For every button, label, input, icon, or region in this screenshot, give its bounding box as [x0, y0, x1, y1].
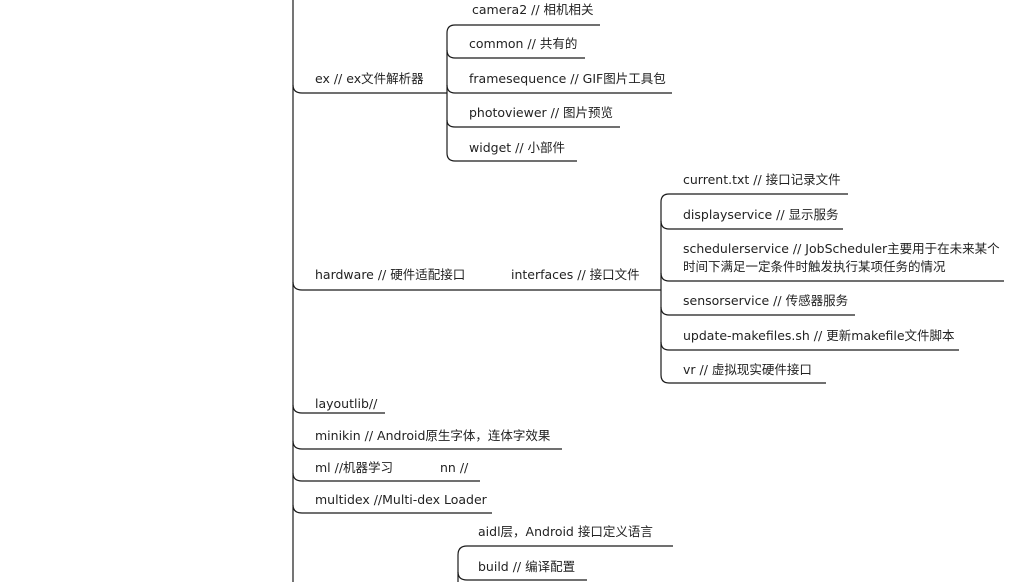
schedulerservice-line-2: 时间下满足一定条件时触发执行某项任务的情况 [683, 259, 946, 274]
node-layoutlib[interactable]: layoutlib// [315, 396, 378, 411]
node-nn[interactable]: nn // [440, 460, 469, 475]
node-current-txt[interactable]: current.txt // 接口记录文件 [683, 172, 841, 187]
connector-vr [660, 374, 826, 384]
node-minikin[interactable]: minikin // Android原生字体，连体字效果 [315, 428, 551, 443]
schedulerservice-line-1: schedulerservice // JobScheduler主要用于在未来某… [683, 241, 1000, 256]
node-common[interactable]: common // 共有的 [469, 36, 578, 51]
node-framesequence[interactable]: framesequence // GIF图片工具包 [469, 71, 666, 86]
connector-camera2 [446, 24, 600, 34]
connector-minikin [292, 440, 562, 450]
node-multidex[interactable]: multidex //Multi-dex Loader [315, 492, 487, 507]
connector-multidex [292, 504, 492, 514]
connector-widget [446, 152, 577, 162]
node-build[interactable]: build // 编译配置 [478, 559, 576, 574]
node-vr[interactable]: vr // 虚拟现实硬件接口 [683, 362, 812, 377]
connector-photoviewer [446, 119, 620, 128]
connector-sensorservice [660, 306, 855, 316]
node-widget[interactable]: widget // 小部件 [469, 140, 566, 155]
node-hardware[interactable]: hardware // 硬件适配接口 [315, 267, 466, 282]
connector-ml [292, 472, 480, 482]
node-interfaces[interactable]: interfaces // 接口文件 [511, 267, 640, 282]
connector-layoutlib [292, 404, 385, 414]
connector-displayservice [660, 220, 843, 230]
connector-aidl [457, 545, 673, 556]
node-photoviewer[interactable]: photoviewer // 图片预览 [469, 105, 614, 120]
node-sensorservice[interactable]: sensorservice // 传感器服务 [683, 293, 849, 308]
node-ml[interactable]: ml //机器学习 [315, 460, 394, 475]
node-camera2[interactable]: camera2 // 相机相关 [472, 2, 594, 17]
connector-current-txt [660, 193, 848, 203]
connector-update-makefiles [660, 341, 959, 351]
node-schedulerservice[interactable]: schedulerservice // JobScheduler主要用于在未来某… [683, 240, 1003, 276]
node-ex[interactable]: ex // ex文件解析器 [315, 71, 424, 86]
connector-build [457, 571, 587, 581]
connector-framesequence [446, 84, 672, 94]
connector-hardware [292, 281, 661, 291]
node-aidl[interactable]: aidl层，Android 接口定义语言 [478, 524, 653, 539]
connector-common [446, 49, 585, 59]
node-displayservice[interactable]: displayservice // 显示服务 [683, 207, 839, 222]
connector-schedulerservice [660, 272, 1004, 282]
connector-ex [292, 84, 447, 94]
node-update-makefiles[interactable]: update-makefiles.sh // 更新makefile文件脚本 [683, 328, 955, 343]
